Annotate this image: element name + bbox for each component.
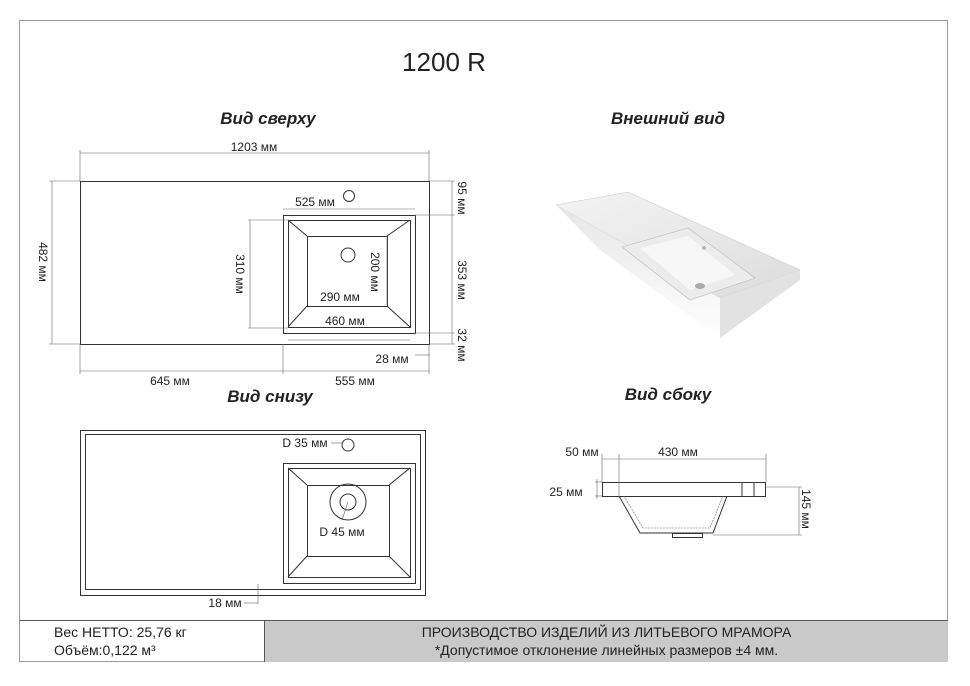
dim-28: 28 мм <box>375 352 408 366</box>
tap-hole-icon <box>343 190 355 202</box>
dim-290: 290 мм <box>320 290 360 304</box>
footer-specs: Вес НЕТТО: 25,76 кг Объём:0,122 м³ <box>20 621 264 662</box>
dim-645: 645 мм <box>150 374 190 388</box>
dim-482: 482 мм <box>36 242 50 282</box>
dim-555: 555 мм <box>335 374 375 388</box>
dim-32: 32 мм <box>455 328 469 361</box>
dim-1203: 1203 мм <box>231 140 278 154</box>
model-title: 1200 R <box>402 47 486 77</box>
tolerance-note: *Допустимое отклонение линейных размеров… <box>434 642 779 658</box>
dim-200: 200 мм <box>368 252 382 292</box>
dim-95: 95 мм <box>455 181 469 214</box>
heading-side-view: Вид сбоку <box>625 385 713 404</box>
drain-icon <box>340 247 356 263</box>
dim-d35: D 35 мм <box>282 436 327 450</box>
dim-353: 353 мм <box>455 260 469 300</box>
top-view-drawing <box>49 150 455 374</box>
footer-notes: ПРОИЗВОДСТВО ИЗДЕЛИЙ ИЗ ЛИТЬЕВОГО МРАМОР… <box>264 621 948 662</box>
dim-25: 25 мм <box>549 485 582 499</box>
heading-top-view: Вид сверху <box>220 109 317 128</box>
page-frame <box>19 20 948 662</box>
net-weight: Вес НЕТТО: 25,76 кг <box>54 624 187 640</box>
sink-3d-image <box>555 191 801 338</box>
dim-430: 430 мм <box>658 445 698 459</box>
dim-d45: D 45 мм <box>319 525 364 539</box>
bottom-view-drawing <box>80 430 426 604</box>
dim-460: 460 мм <box>325 314 365 328</box>
dim-50: 50 мм <box>565 445 598 459</box>
dim-310: 310 мм <box>233 254 247 294</box>
company-line: ПРОИЗВОДСТВО ИЗДЕЛИЙ ИЗ ЛИТЬЕВОГО МРАМОР… <box>421 624 792 640</box>
heading-bottom-view: Вид снизу <box>227 387 314 406</box>
side-view-drawing <box>595 454 802 538</box>
heading-external-view: Внешний вид <box>611 109 725 128</box>
tap-hole-icon <box>341 438 355 452</box>
dim-18: 18 мм <box>208 596 241 610</box>
drain-outer-icon <box>329 483 367 521</box>
volume: Объём:0,122 м³ <box>54 642 156 658</box>
drain-inner-icon <box>339 493 357 511</box>
dim-525: 525 мм <box>295 195 335 209</box>
dim-145: 145 мм <box>799 489 813 529</box>
